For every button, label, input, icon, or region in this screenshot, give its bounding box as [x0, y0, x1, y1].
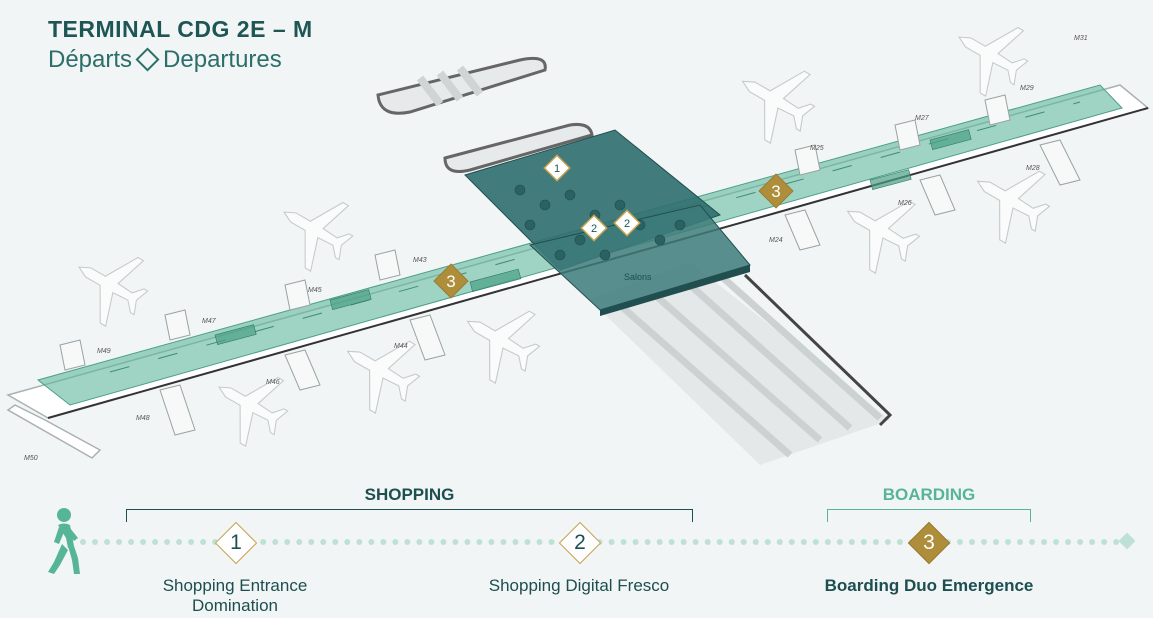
- gate-m29: M29: [1020, 85, 1034, 92]
- step-2-label: Shopping Digital Fresco: [488, 576, 670, 595]
- gate-m27: M27: [915, 115, 930, 122]
- south-rail-structure: [590, 262, 893, 465]
- gate-m47: M47: [202, 318, 217, 325]
- north-rail-structure: [376, 56, 594, 173]
- page-title: TERMINAL CDG 2E – M: [48, 16, 313, 42]
- journey-end-icon: [1118, 532, 1136, 550]
- central-hub: Salons: [464, 129, 751, 316]
- gate-m49: M49: [97, 348, 111, 355]
- shopping-marker-icon[interactable]: 2: [580, 214, 608, 242]
- marker-label: 2: [591, 223, 597, 235]
- salons-label: Salons: [624, 272, 652, 282]
- boarding-group-label: BOARDING: [882, 485, 976, 504]
- gate-m48: M48: [136, 415, 150, 422]
- journey-timeline: SHOPPING BOARDING 1 2 3 Shopping Entranc…: [0, 470, 1153, 618]
- shopping-bracket: [126, 509, 693, 522]
- shopping-marker-icon[interactable]: 1: [543, 154, 571, 182]
- marker-label: 1: [554, 163, 560, 175]
- step-2-marker[interactable]: 2: [558, 521, 602, 565]
- gate-m25: M25: [810, 145, 824, 152]
- step-3-number: 3: [923, 531, 935, 554]
- gate-m45: M45: [308, 287, 322, 294]
- shopping-group-label: SHOPPING: [364, 485, 455, 504]
- step-1-number: 1: [230, 531, 242, 554]
- shopping-marker-icon[interactable]: 2: [613, 209, 641, 237]
- boarding-bracket: [827, 509, 1031, 522]
- shop-blocks: [214, 129, 972, 346]
- gate-m31: M31: [1074, 35, 1088, 42]
- gate-m28: M28: [1026, 165, 1040, 172]
- step-3-label: Boarding Duo Emergence: [824, 576, 1034, 595]
- boarding-marker-icon[interactable]: 3: [758, 173, 794, 209]
- page-subtitle: Départs Departures: [48, 46, 282, 74]
- marker-label: 3: [771, 182, 780, 201]
- step-2-number: 2: [574, 531, 586, 554]
- step-1-label: Shopping Entrance Domination: [162, 576, 308, 615]
- jet-bridges: [59, 94, 1081, 436]
- boarding-marker-icon[interactable]: 3: [433, 263, 469, 299]
- walking-person-icon: [48, 508, 80, 574]
- gate-m46: M46: [266, 379, 280, 386]
- terminal-map: Salons M31 M29 M27 M25 M28 M26 M24 M43 M…: [6, 3, 1150, 465]
- step-3-marker[interactable]: 3: [907, 521, 951, 565]
- gate-m24: M24: [769, 237, 783, 244]
- gate-labels: M31 M29 M27 M25 M28 M26 M24 M43 M45 M47 …: [24, 35, 1088, 462]
- gate-m44: M44: [394, 343, 408, 350]
- gate-m43: M43: [413, 257, 427, 264]
- step-1-marker[interactable]: 1: [214, 521, 258, 565]
- subtitle-english: Departures: [163, 46, 282, 73]
- subtitle-french: Départs: [48, 46, 133, 73]
- marker-label: 2: [624, 218, 630, 230]
- marker-label: 3: [446, 272, 455, 291]
- gate-m50: M50: [24, 455, 38, 462]
- gate-m26: M26: [898, 200, 912, 207]
